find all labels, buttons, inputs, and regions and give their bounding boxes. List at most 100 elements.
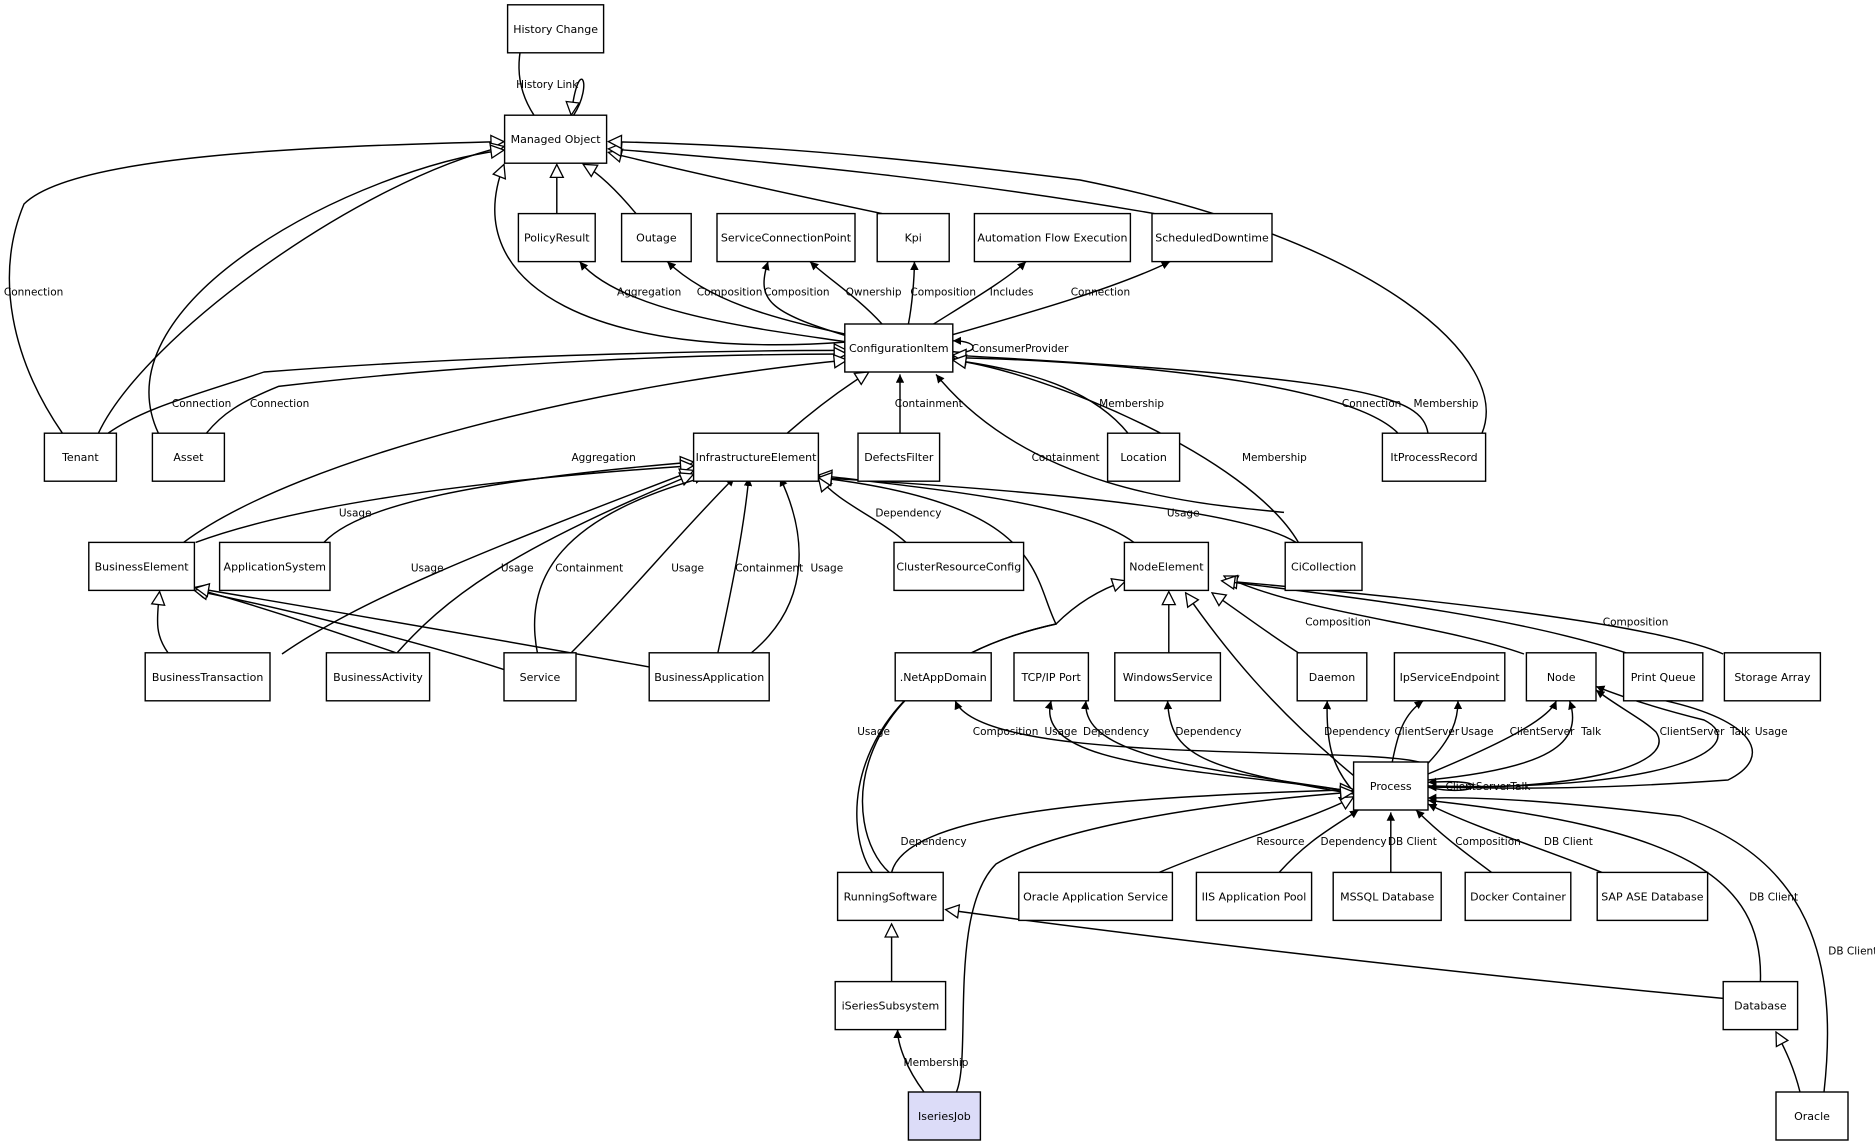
node-storage-array[interactable]: Storage Array (1723, 652, 1822, 702)
edge-50 (1427, 803, 1603, 874)
node-windowsservice[interactable]: WindowsService (1114, 652, 1222, 702)
node-box (1622, 652, 1704, 702)
node-location[interactable]: Location (1106, 432, 1181, 482)
node-managed-object[interactable]: Managed Object (503, 114, 608, 164)
node-iseriesjob[interactable]: IseriesJob (907, 1091, 982, 1141)
node-ipserviceendpoint[interactable]: IpServiceEndpoint (1393, 652, 1506, 702)
node-tenant[interactable]: Tenant (43, 432, 118, 482)
node-iseriessubsystem[interactable]: iSeriesSubsystem (834, 980, 947, 1031)
edge-7 (907, 261, 919, 325)
node-node[interactable]: Node (1525, 652, 1597, 702)
node-daemon[interactable]: Daemon (1296, 652, 1368, 702)
node-box (973, 212, 1132, 263)
node-label: ConfigurationItem (849, 342, 949, 355)
edge-label: Dependency (901, 836, 967, 848)
edge-line (946, 910, 1724, 1000)
node-service[interactable]: Service (503, 652, 577, 702)
node-label: Managed Object (511, 133, 602, 146)
edge-line (1427, 803, 1603, 874)
node-infrastructureelement[interactable]: InfrastructureElement (692, 432, 820, 482)
unlabeled-edge-17 (1212, 593, 1299, 654)
node-cicollection[interactable]: CiCollection (1284, 541, 1363, 592)
node-tcp-ip-port[interactable]: TCP/IP Port (1013, 652, 1090, 702)
edge-39 (1427, 700, 1558, 775)
edge-34 (1080, 700, 1357, 793)
node-docker-container[interactable]: Docker Container (1464, 871, 1572, 922)
edge-line (818, 475, 1135, 543)
edge-label: Usage (857, 726, 890, 738)
node-box (325, 652, 431, 702)
node-automation-flow-execution[interactable]: Automation Flow Execution (973, 212, 1132, 263)
node-policyresult[interactable]: PolicyResult (517, 212, 596, 263)
node-iis-application-pool[interactable]: IIS Application Pool (1195, 871, 1313, 922)
node-box (218, 541, 331, 592)
node-box (1284, 541, 1363, 592)
edge-12 (205, 354, 847, 434)
node-kpi[interactable]: Kpi (876, 212, 950, 263)
node-businessactivity[interactable]: BusinessActivity (325, 652, 431, 702)
node-label: ScheduledDowntime (1155, 232, 1269, 245)
node-businesstransaction[interactable]: BusinessTransaction (144, 652, 271, 702)
node-label: Asset (173, 451, 204, 464)
edge-25 (533, 475, 704, 655)
node-netappdomain[interactable]: .NetAppDomain (894, 652, 992, 702)
edge-label: Usage (1044, 726, 1077, 738)
unlabeled-edge-25 (818, 478, 1058, 873)
edge-line (281, 470, 694, 655)
node-box (844, 323, 954, 373)
node-outage[interactable]: Outage (620, 212, 692, 263)
node-label: SAP ASE Database (1601, 890, 1704, 903)
node-mssql-database[interactable]: MSSQL Database (1332, 871, 1442, 922)
node-print-queue[interactable]: Print Queue (1622, 652, 1704, 702)
edge-label: DB Client (1544, 836, 1593, 848)
edge-label: Aggregation (617, 287, 681, 299)
node-applicationsystem[interactable]: ApplicationSystem (218, 541, 331, 592)
node-label: Service (520, 671, 561, 684)
node-process[interactable]: Process (1352, 761, 1429, 811)
node-defectsfilter[interactable]: DefectsFilter (857, 432, 941, 482)
node-box (1722, 980, 1799, 1031)
node-sap-ase-database[interactable]: SAP ASE Database (1596, 871, 1709, 922)
node-asset[interactable]: Asset (151, 432, 226, 482)
node-label: Print Queue (1631, 671, 1696, 684)
node-box (1393, 652, 1506, 702)
node-oracle-application-service[interactable]: Oracle Application Service (1018, 871, 1174, 922)
node-database[interactable]: Database (1722, 980, 1799, 1031)
node-configurationitem[interactable]: ConfigurationItem (844, 323, 954, 373)
node-history-change[interactable]: History Change (506, 4, 605, 54)
node-box (1114, 652, 1222, 702)
unlabeled-edge-20 (818, 475, 1135, 543)
edge-label: Usage (339, 507, 372, 519)
node-box (88, 541, 196, 592)
node-label: ApplicationSystem (224, 560, 326, 573)
node-box (834, 980, 947, 1031)
unlabeled-edge-24 (955, 792, 1353, 1093)
node-scheduleddowntime[interactable]: ScheduledDowntime (1151, 212, 1273, 263)
node-nodeelement[interactable]: NodeElement (1123, 541, 1210, 592)
edge-label: Containment (895, 398, 963, 410)
node-box (1352, 761, 1429, 811)
node-clusterresourceconfig[interactable]: ClusterResourceConfig (893, 541, 1025, 592)
node-label: .NetAppDomain (900, 671, 987, 684)
edge-53 (893, 1029, 925, 1093)
edge-line (1044, 700, 1357, 793)
node-label: History Change (513, 23, 598, 36)
node-itprocessrecord[interactable]: ItProcessRecord (1381, 432, 1487, 482)
node-oracle[interactable]: Oracle (1775, 1091, 1849, 1141)
edge-35 (1163, 700, 1357, 796)
node-box (517, 212, 596, 263)
node-businessapplication[interactable]: BusinessApplication (648, 652, 770, 702)
node-box (836, 871, 944, 922)
edge-line (148, 150, 504, 434)
edge-36 (1322, 700, 1357, 795)
edge-line (1080, 700, 1357, 793)
node-businesselement[interactable]: BusinessElement (88, 541, 196, 592)
edge-line (1224, 576, 1525, 655)
edge-label: Usage (671, 563, 704, 575)
edge-line (1427, 700, 1463, 764)
node-runningsoftware[interactable]: RunningSoftware (836, 871, 944, 922)
edges-layer (8, 18, 1829, 1093)
node-label: ItProcessRecord (1390, 451, 1477, 464)
edge-line (608, 152, 883, 215)
node-serviceconnectionpoint[interactable]: ServiceConnectionPoint (716, 212, 856, 263)
